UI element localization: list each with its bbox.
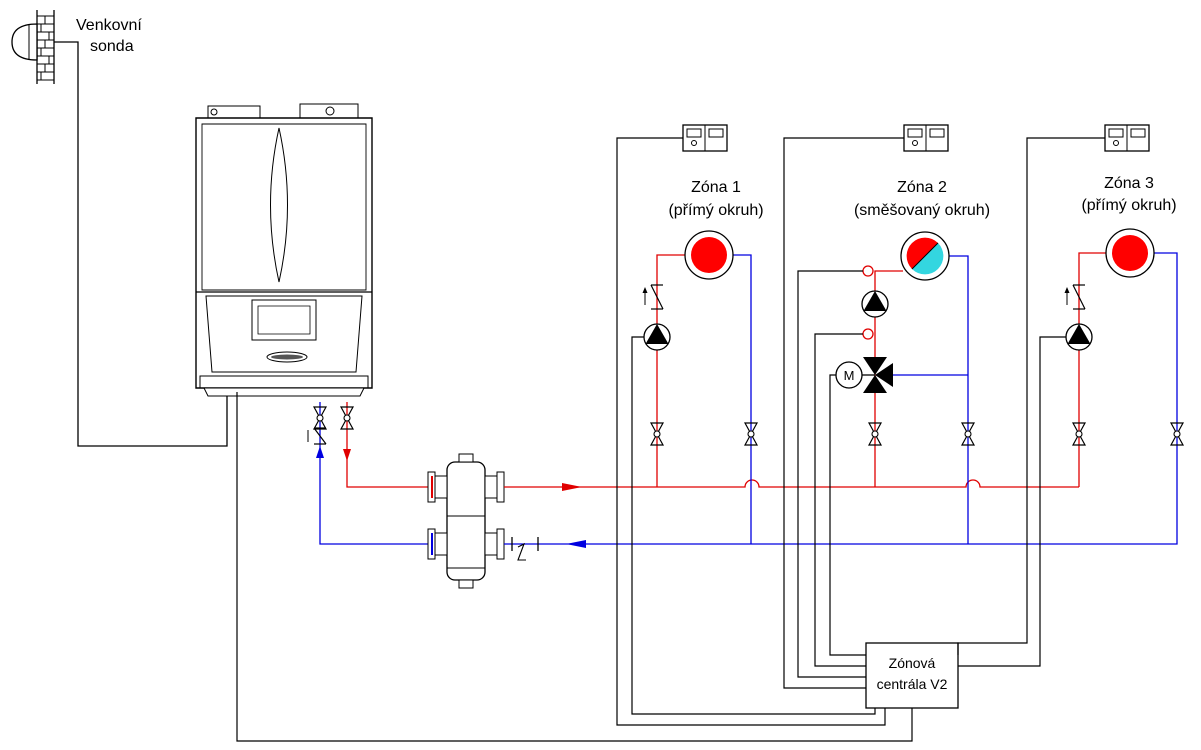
strainer-icon [511,537,539,561]
sensor-wire [54,41,228,447]
zone-3 [1063,228,1184,487]
boiler-return-pipe [319,402,432,545]
zone-2: M [835,231,975,544]
zone-3-title: Zóna 3 [1104,175,1154,192]
main-supply-arrow [562,483,582,491]
zone-2-title: Zóna 2 [897,179,947,196]
boiler-supply-pipe [346,402,432,488]
zone-2-subtitle: (směšovaný okruh) [854,202,990,219]
zone-1-title: Zóna 1 [691,179,741,196]
return-flow-arrow [316,446,324,458]
outdoor-sensor-label-1: Venkovní [76,17,142,34]
main-supply-header [504,479,1079,488]
zone-1-subtitle: (přímý okruh) [668,202,763,219]
supply-flow-arrow [343,449,351,461]
zone-controller [865,642,959,709]
mixing-valve-icon [863,357,893,393]
outdoor-sensor-label-2: sonda [90,38,134,55]
boiler [195,103,373,397]
main-return-arrow [566,540,586,548]
main-return-header [504,443,1178,545]
motor-label: M [844,368,855,383]
thermostat-icon [1104,124,1150,152]
zone-1 [641,230,758,544]
control-wiring [236,137,1105,742]
controller-label-2: centrála V2 [877,676,948,692]
hydraulic-separator-icon [427,453,505,589]
thermostat-icon [682,124,728,152]
outdoor-sensor-icon [11,10,55,84]
controller-label-1: Zónová [889,655,936,671]
thermostat-icon [903,124,949,152]
zone-3-subtitle: (přímý okruh) [1081,197,1176,214]
